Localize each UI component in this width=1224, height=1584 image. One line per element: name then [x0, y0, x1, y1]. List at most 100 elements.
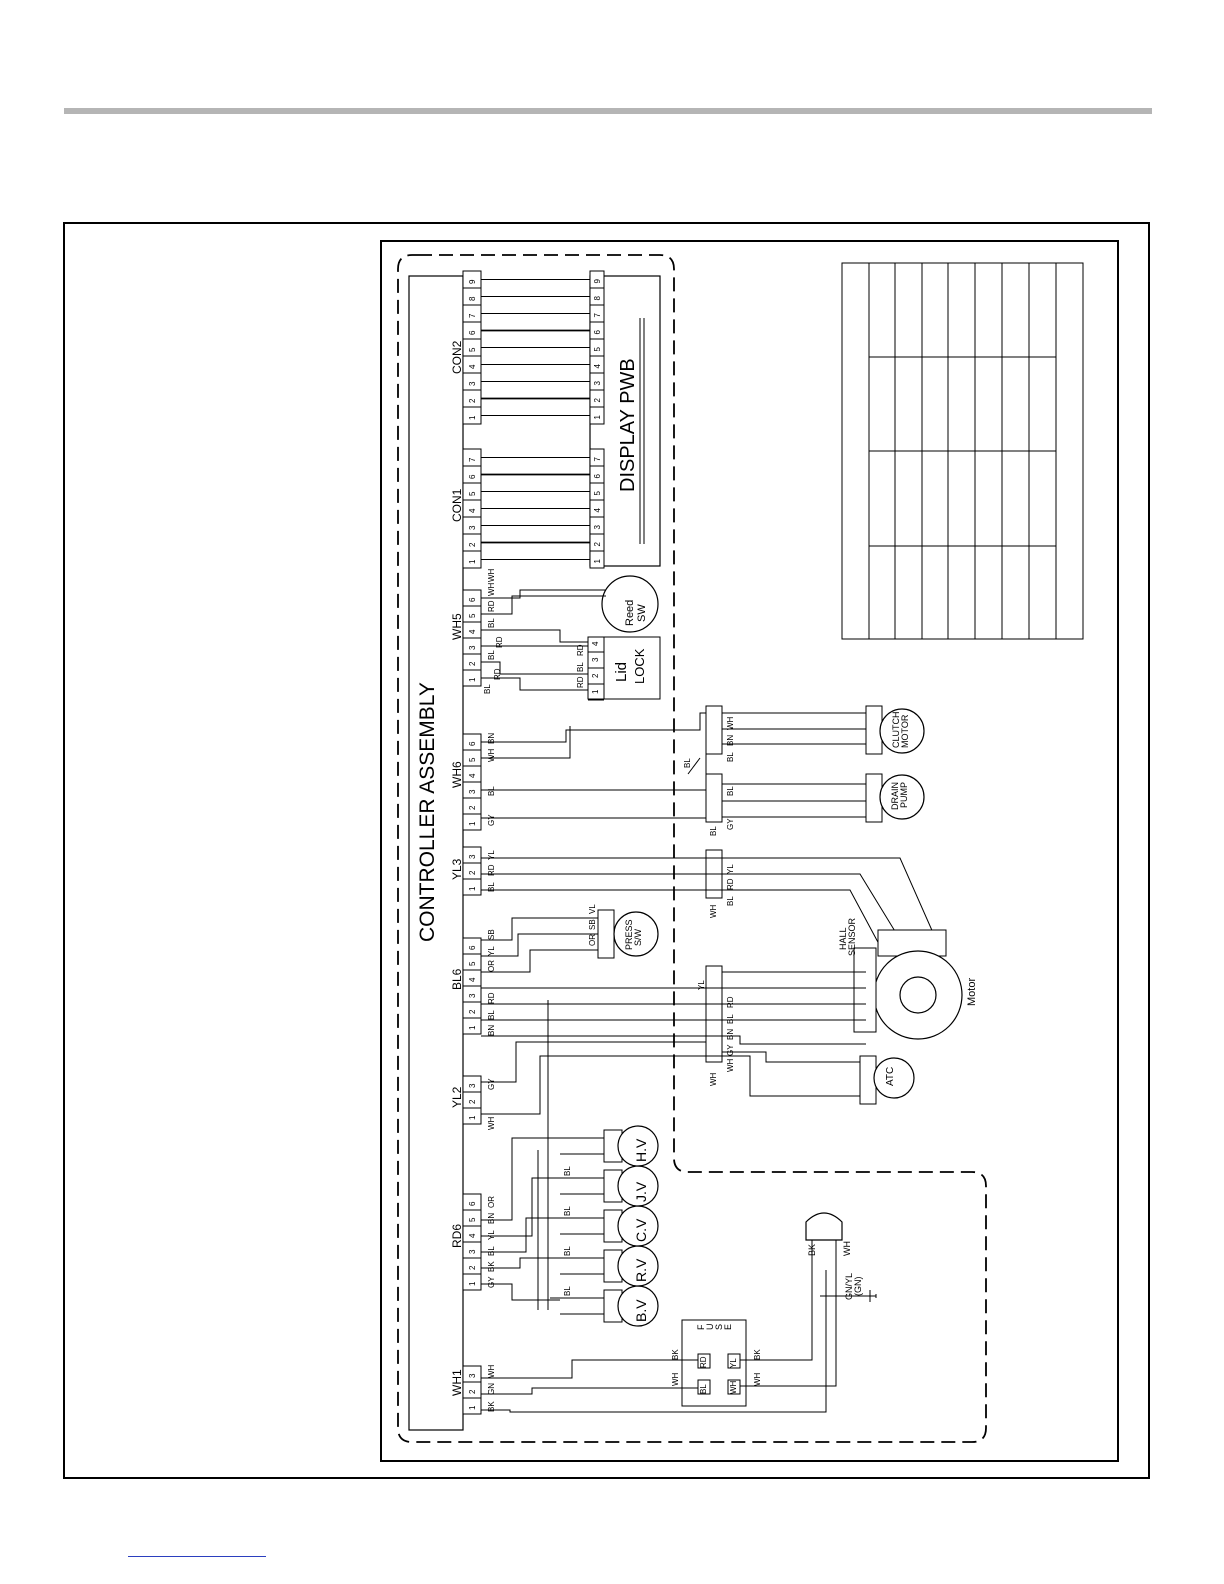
- pin-number: 1: [591, 689, 600, 694]
- wire-segment: [481, 816, 868, 819]
- wire-segment: [481, 743, 868, 791]
- wire-label: BK: [807, 1244, 817, 1256]
- generated-wiring: 1231234561231234561231234561234561234567…: [462, 263, 1084, 1415]
- pin-number: 3: [468, 525, 477, 530]
- wire-segment: [481, 1283, 560, 1301]
- fuse-letter-f: F: [696, 1324, 706, 1330]
- fuse-terminal: [727, 1353, 741, 1369]
- motor-side-connector: [705, 965, 723, 1063]
- wire-label: BL: [576, 662, 585, 672]
- pin-number: 1: [468, 559, 477, 564]
- pin-number: 3: [468, 1249, 477, 1254]
- connector-pin: [462, 389, 482, 408]
- pin-number: 3: [468, 645, 477, 650]
- connector-pin: [462, 516, 482, 535]
- wire-label: GY: [487, 1276, 496, 1288]
- pin-number: 5: [468, 1217, 477, 1222]
- fuse-letter-u: U: [705, 1324, 715, 1331]
- wire-label: BL: [726, 752, 735, 762]
- wire-label: YL: [729, 1358, 738, 1368]
- wire-label: GN: [487, 1383, 496, 1395]
- wire-label: BL: [563, 1166, 572, 1176]
- wire-label: RD: [487, 864, 496, 876]
- wire-segment: [481, 1055, 860, 1115]
- pin-number: 2: [468, 661, 477, 666]
- wire-label: WH: [753, 1372, 762, 1386]
- wire-label: GY: [726, 818, 735, 830]
- connector-wh6-label: WH6: [450, 761, 464, 788]
- drain-pump: [879, 774, 925, 820]
- pin-number: 2: [593, 398, 602, 403]
- clutch-motor-label-2: MOTOR: [900, 714, 910, 748]
- wire-label: WH: [487, 1364, 496, 1378]
- pin-number: 3: [591, 657, 600, 662]
- pin-number: 4: [468, 629, 477, 634]
- wire-segment: [481, 726, 571, 759]
- connector-pin: [462, 304, 482, 323]
- wire-segment: [481, 949, 598, 973]
- motor-label: Motor: [966, 978, 978, 1006]
- connector-pin: [462, 321, 482, 340]
- pin-number: 7: [468, 313, 477, 318]
- pin-number: 1: [468, 415, 477, 420]
- header-rule: [64, 108, 1152, 114]
- wire-label: BL: [726, 896, 735, 906]
- wire-segment: [481, 1137, 560, 1221]
- wire-label: BK: [671, 1349, 680, 1360]
- wire-label: BL: [726, 786, 735, 796]
- connector-pin: [462, 372, 482, 391]
- pin-number: 3: [468, 993, 477, 998]
- pin-number: 3: [468, 1083, 477, 1088]
- wire-label: YL: [697, 980, 706, 990]
- wire-label: BN: [726, 735, 735, 746]
- wire-segment: [481, 933, 598, 957]
- reed-sw-label-1: Reed: [624, 600, 636, 626]
- pin-number: 5: [468, 491, 477, 496]
- wire-label: SB: [487, 929, 496, 940]
- connector-pin: [462, 270, 482, 289]
- valve-bv-label: B.V: [633, 1299, 649, 1322]
- pin-number: 4: [593, 364, 602, 369]
- wire-label: BK: [487, 1261, 496, 1272]
- connector-pin: [462, 448, 482, 467]
- pin-number: 5: [468, 613, 477, 618]
- connector-yl2-label: YL2: [450, 1086, 464, 1108]
- motor-stator: [899, 976, 937, 1014]
- hall-sensor-label-1: HALL: [838, 927, 848, 950]
- clutch-connector: [705, 705, 723, 755]
- pin-number: 1: [468, 1405, 477, 1410]
- wire-label: YL: [487, 946, 496, 956]
- wire-label: WH: [709, 1072, 718, 1086]
- pin-number: 4: [468, 977, 477, 982]
- wire-label: YL: [487, 850, 496, 860]
- fuse-letter-e: E: [723, 1324, 733, 1330]
- wire-segment: [481, 712, 868, 743]
- wire-label: RD: [726, 878, 735, 890]
- pin-number: 1: [468, 677, 477, 682]
- wire-label: BL: [699, 1384, 708, 1394]
- wire-label: RD: [699, 1356, 708, 1368]
- pin-number: 7: [468, 457, 477, 462]
- pin-number: 1: [468, 1025, 477, 1030]
- wire-segment: [481, 873, 905, 947]
- connector-pin: [462, 533, 482, 552]
- wire-label: WH: [842, 1241, 852, 1256]
- wire-label: WH: [487, 748, 496, 762]
- wire-label: SB: [588, 919, 597, 930]
- pump-connector: [705, 773, 723, 823]
- reed-sw-label-2: SW: [636, 604, 648, 622]
- wire-segment: [481, 917, 598, 941]
- wire-label: WH: [729, 1380, 738, 1394]
- wire-segment: [722, 1051, 866, 1063]
- wire-segment: [687, 757, 701, 775]
- pressure-switch: [613, 911, 659, 957]
- footer-link-underline[interactable]: [128, 1556, 266, 1557]
- wire-label: RD: [576, 676, 585, 688]
- pin-number: 4: [468, 1233, 477, 1238]
- clutch-motor: [879, 708, 925, 754]
- wire-label: BK: [487, 1401, 496, 1412]
- wire-segment: [481, 1217, 560, 1253]
- valve-jv-label: J.V: [633, 1181, 649, 1202]
- pin-number: 3: [593, 381, 602, 386]
- pin-number: 6: [593, 474, 602, 479]
